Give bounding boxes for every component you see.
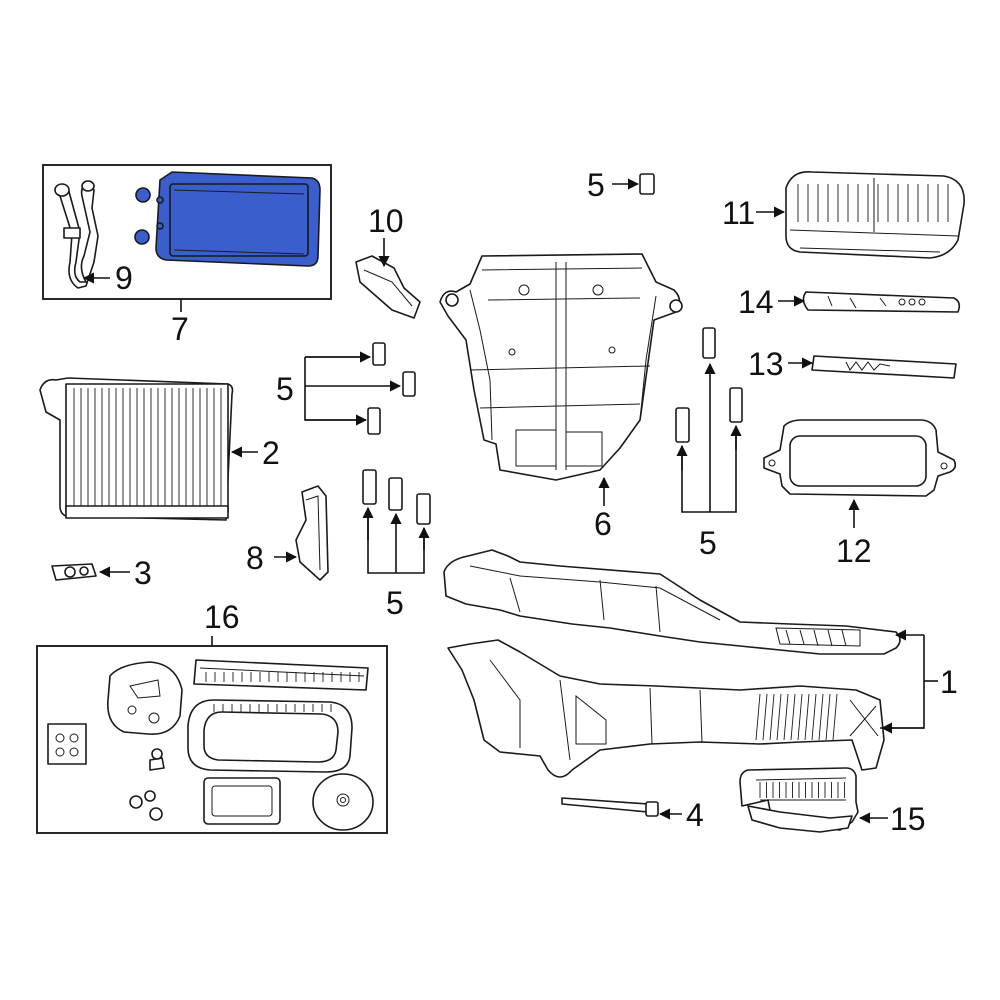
- callout-6: 6: [594, 506, 612, 542]
- actuator-group-lower[interactable]: [362, 469, 431, 525]
- callout-14: 14: [738, 284, 774, 320]
- callout-13: 13: [748, 346, 784, 382]
- hvac-housing-drawing[interactable]: [439, 253, 683, 481]
- callout-5-right: 5: [699, 525, 717, 561]
- callout-4: 4: [686, 797, 704, 833]
- blower-motor-drawing[interactable]: [739, 767, 859, 833]
- sensor-strip[interactable]: [811, 355, 957, 379]
- shaped-seal-drawing: [107, 661, 183, 735]
- seal-kit-box[interactable]: [36, 645, 388, 834]
- o-ring-small-2-icon: [144, 790, 156, 802]
- actuator-top[interactable]: [639, 173, 655, 195]
- hvac-case-upper-half[interactable]: [443, 549, 901, 655]
- callout-15: 15: [890, 801, 926, 837]
- callout-1: 1: [940, 664, 958, 700]
- callout-16: 16: [204, 599, 240, 635]
- duct-drawing[interactable]: [355, 255, 421, 319]
- callout-8: 8: [246, 540, 264, 576]
- evaporator-core-drawing[interactable]: [39, 377, 234, 521]
- temperature-sensor-drawing[interactable]: [561, 797, 659, 817]
- heater-core-drawing: [155, 171, 321, 267]
- callout-2: 2: [262, 435, 280, 471]
- o-ring-lower-icon: [134, 229, 150, 245]
- callout-11: 11: [722, 195, 755, 231]
- frame-seal-drawing: [187, 699, 353, 773]
- callout-5-lower: 5: [386, 585, 404, 621]
- round-disc-drawing: [312, 773, 374, 831]
- heater-core-kit-box[interactable]: [42, 164, 332, 300]
- strip-seal-drawing: [193, 659, 369, 691]
- o-ring-small-3-icon: [149, 807, 163, 821]
- grommet-drawing: [149, 748, 165, 771]
- o-ring-small-1-icon: [129, 795, 143, 809]
- callout-5-top: 5: [587, 167, 605, 203]
- filter-frame-drawing[interactable]: [763, 419, 957, 497]
- square-gasket-drawing: [47, 723, 87, 765]
- rectangular-pad-drawing: [203, 777, 281, 825]
- hvac-case-lower-half[interactable]: [447, 639, 885, 778]
- callout-5-left: 5: [276, 371, 294, 407]
- callout-9: 9: [115, 260, 133, 296]
- o-ring-upper-icon: [135, 187, 151, 203]
- heater-core-tubes-drawing: [54, 180, 99, 289]
- expansion-valve-drawing[interactable]: [51, 563, 97, 581]
- callout-10: 10: [368, 203, 404, 239]
- callout-12: 12: [836, 533, 872, 569]
- cabin-air-inlet-drawing[interactable]: [785, 171, 965, 259]
- callout-3: 3: [134, 555, 152, 591]
- callout-7: 7: [171, 311, 189, 347]
- seal-drawing[interactable]: [295, 485, 329, 581]
- actuator-group-right[interactable]: [675, 327, 743, 443]
- actuator-group-left[interactable]: [367, 342, 416, 435]
- temperature-actuator-bar[interactable]: [802, 291, 961, 313]
